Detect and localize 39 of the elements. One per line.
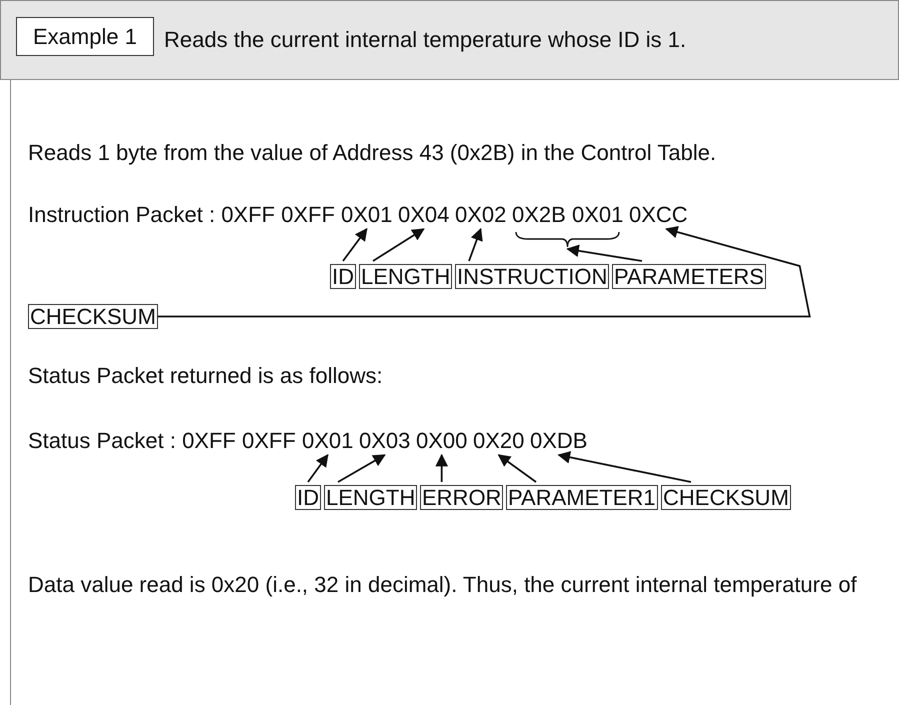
byte-value: 0X00 bbox=[416, 428, 468, 454]
leader-arrow bbox=[307, 454, 328, 483]
byte-value: 0XCC bbox=[629, 202, 688, 228]
field-label-box: ERROR bbox=[420, 485, 504, 510]
leader-arrow bbox=[468, 228, 483, 262]
field-label-box: CHECKSUM bbox=[28, 304, 158, 329]
field-label-box: ID bbox=[295, 485, 321, 510]
field-label-box: INSTRUCTION bbox=[455, 264, 610, 289]
leader-arrow bbox=[372, 228, 425, 262]
byte-value: 0X20 bbox=[473, 428, 524, 454]
leader-arrow bbox=[158, 226, 811, 318]
byte-value: 0X01 bbox=[572, 202, 624, 228]
field-label-box: PARAMETER1 bbox=[506, 485, 658, 510]
byte-value: 0X01 bbox=[341, 202, 392, 228]
field-label-box: PARAMETERS bbox=[612, 264, 766, 289]
example-label: Example 1 bbox=[16, 17, 154, 56]
header-text: Reads the current internal temperature whose ID is 1. bbox=[164, 27, 686, 53]
byte-value: 0X01 bbox=[302, 428, 354, 454]
curly-brace bbox=[515, 232, 620, 248]
field-label-box: LENGTH bbox=[324, 485, 418, 510]
leader-arrow bbox=[558, 451, 692, 483]
packet-line: Instruction Packet : 0XFF 0XFF bbox=[28, 202, 335, 228]
sentence: Reads 1 byte from the value of Address 43 (0x2B) in the Control Table. bbox=[28, 140, 716, 166]
byte-value: 0X03 bbox=[359, 428, 410, 454]
byte-value: 0X2B bbox=[512, 202, 566, 228]
byte-value: 0X04 bbox=[398, 202, 450, 228]
field-label-box: CHECKSUM bbox=[661, 485, 791, 510]
packet-line: Status Packet : 0XFF 0XFF bbox=[28, 428, 296, 454]
sentence: Status Packet returned is as follows: bbox=[28, 363, 383, 389]
leader-arrow bbox=[566, 244, 642, 262]
leader-arrow bbox=[498, 454, 537, 483]
leader-arrow bbox=[338, 454, 386, 483]
sentence: Data value read is 0x20 (i.e., 32 in decimal). Thus, the current internal temperature of bbox=[28, 572, 857, 598]
field-label-box: LENGTH bbox=[359, 264, 452, 289]
byte-value: 0XDB bbox=[530, 428, 588, 454]
field-label-box: ID bbox=[330, 264, 356, 289]
leader-arrow bbox=[435, 454, 448, 482]
leader-arrow bbox=[342, 228, 368, 262]
byte-value: 0X02 bbox=[455, 202, 506, 228]
